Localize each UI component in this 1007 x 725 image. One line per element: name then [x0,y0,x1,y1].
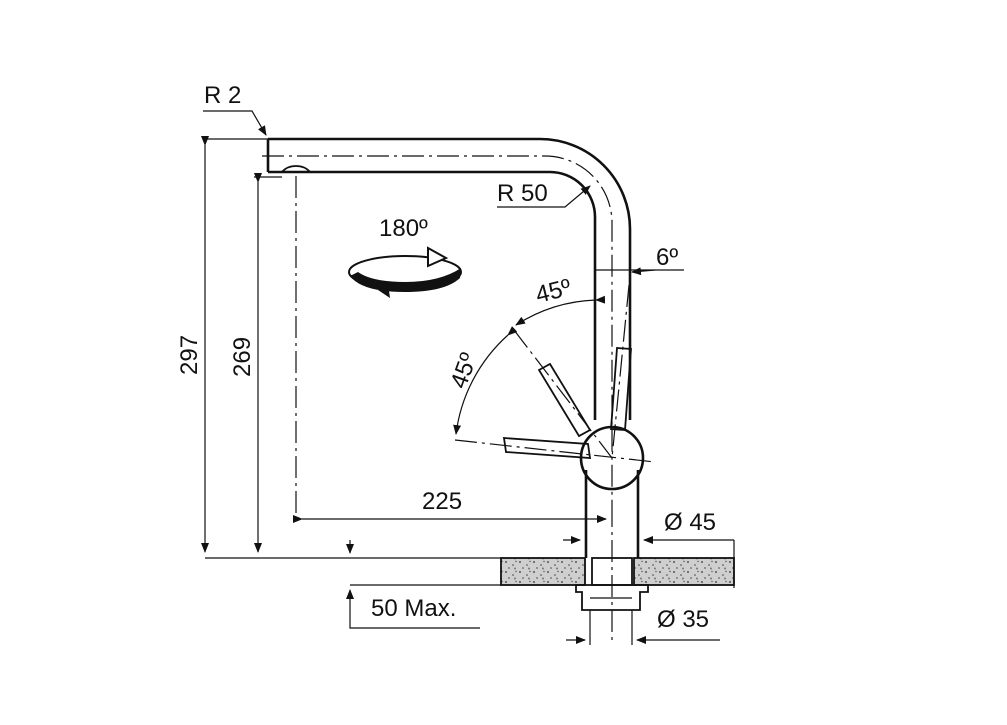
worktop [205,540,735,588]
label-reach: 225 [422,488,462,515]
label-shank-diameter: Ø 35 [657,606,709,633]
label-total-height: 297 [176,335,203,375]
label-worktop-thickness: 50 Max. [371,595,456,622]
label-body-diameter: Ø 45 [664,509,716,536]
dimension-lines [201,110,734,645]
label-r50: R 50 [497,180,548,207]
label-lever-angle-lower: 45º [445,349,483,392]
dimension-labels: R 2 R 50 180º 6º 45º 45º 297 269 225 Ø 4… [176,82,716,633]
center-lines [262,155,656,640]
label-r2: R 2 [204,82,241,109]
label-tilt-angle: 6º [656,244,678,271]
label-spout-height: 269 [229,337,256,377]
label-rotation: 180º [379,215,428,242]
rotation-arrow-icon [348,246,462,298]
